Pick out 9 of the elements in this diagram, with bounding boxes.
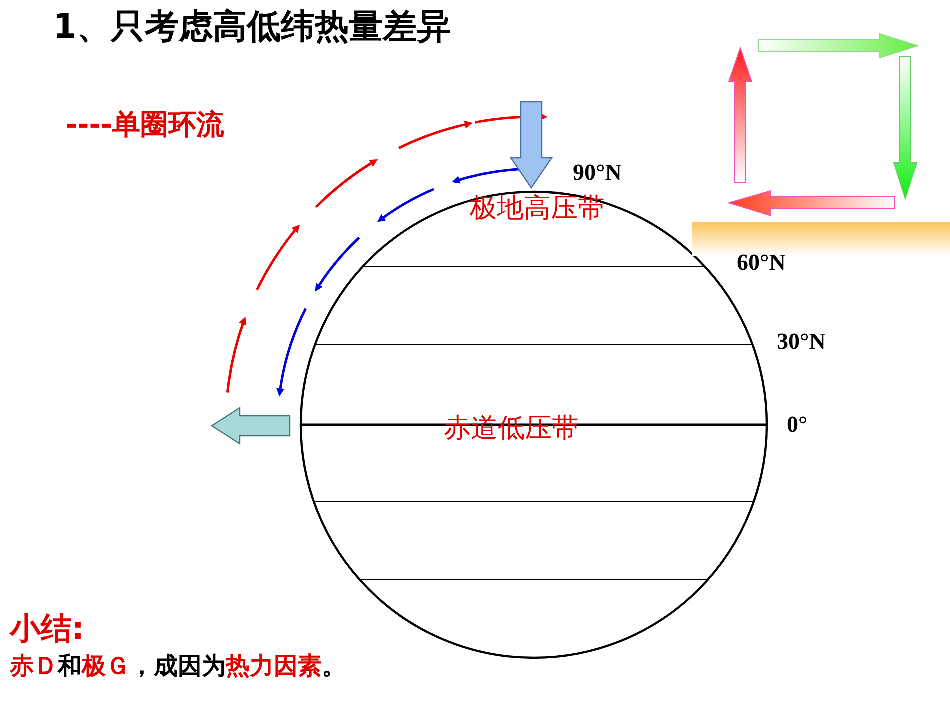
- summary-text: 赤Ｄ和极Ｇ，成因为热力因素。: [10, 651, 346, 682]
- latitude-label: 0°: [787, 412, 808, 438]
- title: 1、只考虑高低纬热量差异: [52, 6, 452, 49]
- latitude-label: 90°N: [573, 160, 622, 186]
- latitude-label: 60°N: [737, 250, 786, 276]
- pressure-belt-label: 极地高压带: [470, 192, 605, 226]
- subtitle: ----单圈环流: [66, 107, 224, 143]
- latitude-label: 30°N: [777, 329, 826, 355]
- summary-heading: 小结:: [10, 610, 84, 649]
